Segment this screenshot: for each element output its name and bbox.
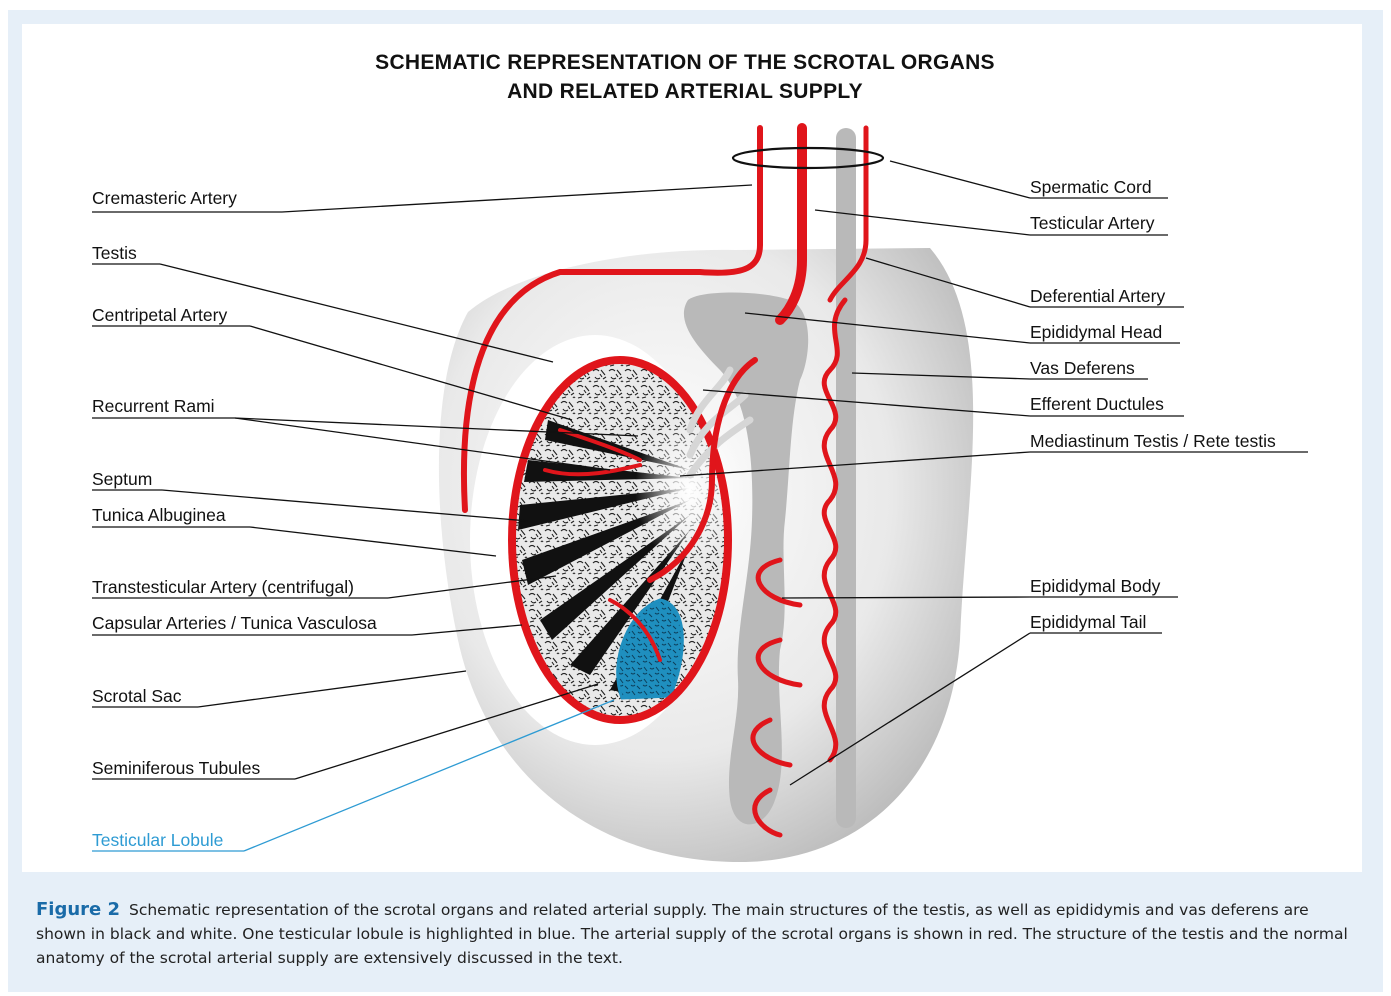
label-septum: Septum	[92, 469, 152, 489]
label-epididymal-head: Epididymal Head	[1030, 322, 1162, 342]
label-scrotal-sac: Scrotal Sac	[92, 686, 182, 706]
label-vas-deferens: Vas Deferens	[1030, 358, 1135, 378]
figure-caption: Figure 2 Schematic representation of the…	[36, 898, 1358, 970]
label-deferential-artery: Deferential Artery	[1030, 286, 1165, 306]
label-epididymal-body: Epididymal Body	[1030, 576, 1161, 596]
label-efferent-ductules: Efferent Ductules	[1030, 394, 1164, 414]
label-testicular-lobule: Testicular Lobule	[92, 830, 223, 850]
label-capsular-arteries: Capsular Arteries / Tunica Vasculosa	[92, 613, 377, 633]
label-seminiferous-tubules: Seminiferous Tubules	[92, 758, 261, 778]
label-transtesticular-artery: Transtesticular Artery (centrifugal)	[92, 577, 354, 597]
label-epididymal-tail: Epididymal Tail	[1030, 612, 1146, 632]
label-testicular-artery: Testicular Artery	[1030, 213, 1155, 233]
label-spermatic-cord: Spermatic Cord	[1030, 177, 1152, 197]
label-centripetal-artery: Centripetal Artery	[92, 305, 227, 325]
label-cremasteric-artery: Cremasteric Artery	[92, 188, 237, 208]
label-testis: Testis	[92, 243, 137, 263]
caption-text: Schematic representation of the scrotal …	[36, 901, 1348, 967]
label-mediastinum-testis: Mediastinum Testis / Rete testis	[1030, 431, 1276, 451]
caption-label: Figure 2	[36, 899, 120, 920]
spermatic-cord-ring	[733, 148, 883, 168]
label-recurrent-rami: Recurrent Rami	[92, 396, 215, 416]
label-tunica-albuginea: Tunica Albuginea	[92, 505, 226, 525]
